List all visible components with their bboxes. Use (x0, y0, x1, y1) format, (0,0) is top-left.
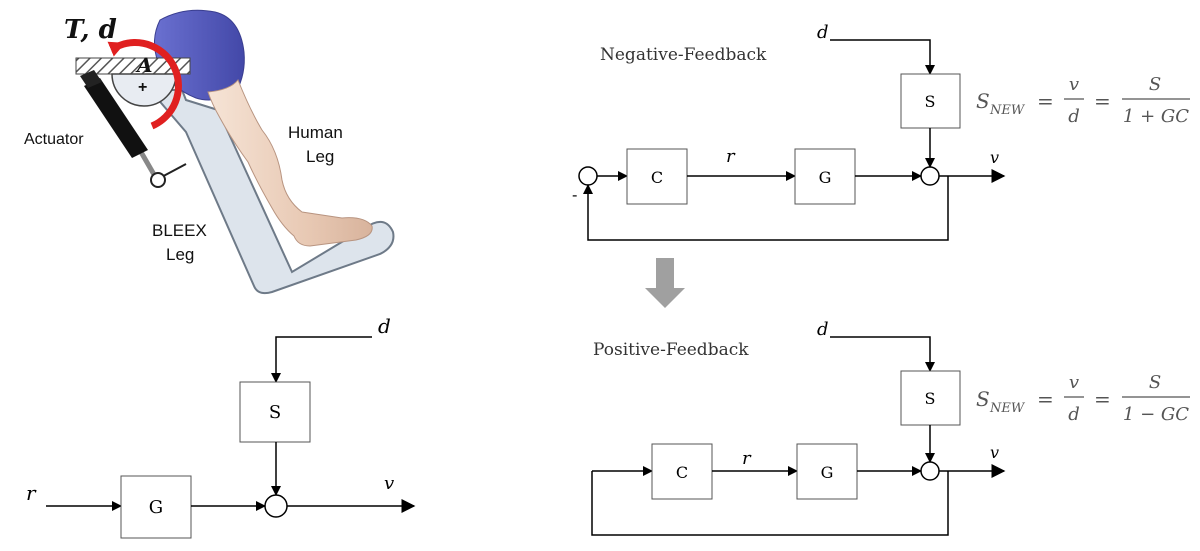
g-block-label: G (819, 168, 832, 187)
g-block-label: G (821, 463, 834, 482)
eq-equals-2: = (1094, 89, 1111, 113)
summing-junction (264, 494, 288, 518)
eq-lhs-subscript: NEW (989, 401, 1026, 416)
s-block-label: S (925, 92, 936, 111)
bleex-leg-label-1: BLEEX (152, 221, 207, 240)
v-label: v (990, 443, 999, 462)
eq-equals-1: = (1037, 387, 1054, 411)
s-block-label: S (269, 402, 281, 423)
joint-A (111, 73, 177, 107)
eq-lhs-subscript: NEW (989, 103, 1026, 118)
eq-frac2-num: S (1149, 74, 1161, 95)
actuator (80, 70, 187, 188)
c-block-label: C (676, 463, 688, 482)
negative-feedback-equation: S NEW = v d = S 1 + GC (976, 74, 1190, 127)
input-summing-junction (578, 166, 598, 186)
eq-equals-1: = (1037, 89, 1054, 113)
d-label: d (817, 22, 829, 43)
actuator-label: Actuator (24, 131, 84, 148)
eq-equals-2: = (1094, 387, 1111, 411)
eq-frac1-num: v (1069, 372, 1079, 393)
human-leg (207, 79, 373, 247)
g-block (120, 475, 192, 539)
eq-frac2-den: 1 − GC (1123, 404, 1189, 425)
human-leg-label-2: Leg (306, 147, 334, 166)
bleex-leg-label-2: Leg (166, 245, 194, 264)
r-label: r (726, 146, 736, 167)
open-loop-diagram: d S G r v (26, 314, 416, 539)
r-label: r (742, 448, 752, 469)
torque-label: T, d (64, 15, 117, 45)
eq-lhs: S (976, 89, 990, 113)
eq-frac2-den: 1 + GC (1123, 106, 1189, 127)
v-label: v (384, 473, 394, 494)
eq-frac2-num: S (1149, 372, 1161, 393)
d-label: d (378, 314, 391, 338)
d-input-line (830, 336, 935, 372)
eq-lhs: S (976, 387, 990, 411)
s-block-label: S (925, 389, 936, 408)
output-summing-junction (920, 166, 940, 186)
human-leg-label-1: Human (288, 123, 343, 142)
positive-feedback-title: Positive-Feedback (593, 340, 749, 360)
d-input-line (830, 39, 935, 75)
feedback-loop-line (583, 176, 949, 241)
positive-feedback-diagram: Positive-Feedback d S C G r v S NEW = v … (591, 319, 1190, 536)
eq-frac1-den: d (1068, 404, 1080, 425)
negative-feedback-title: Negative-Feedback (600, 45, 767, 65)
d-input-line (271, 336, 372, 383)
r-label: r (26, 481, 37, 505)
positive-feedback-equation: S NEW = v d = S 1 − GC (976, 372, 1190, 425)
c-block (651, 443, 713, 500)
d-label: d (817, 319, 829, 340)
c-block-label: C (651, 168, 663, 187)
g-block (796, 443, 858, 500)
plus-sign: + (138, 79, 147, 96)
v-label: v (990, 148, 999, 167)
torque-arrow (107, 39, 182, 130)
eq-frac1-den: d (1068, 106, 1080, 127)
transition-arrow (645, 258, 685, 308)
joint-label: A (135, 53, 153, 77)
negative-feedback-diagram: Negative-Feedback - d S C G r v S NEW = … (572, 22, 1190, 241)
output-summing-junction (920, 461, 940, 481)
leg-illustration: T, d A + Actuator Human Leg BLEEX Leg (24, 9, 395, 295)
eq-frac1-num: v (1069, 74, 1079, 95)
c-block (626, 148, 688, 205)
s-block (239, 381, 311, 443)
g-block-label: G (149, 497, 163, 518)
s-block (900, 370, 961, 426)
feedback-loop-line (591, 471, 949, 536)
minus-sign: - (572, 185, 577, 204)
